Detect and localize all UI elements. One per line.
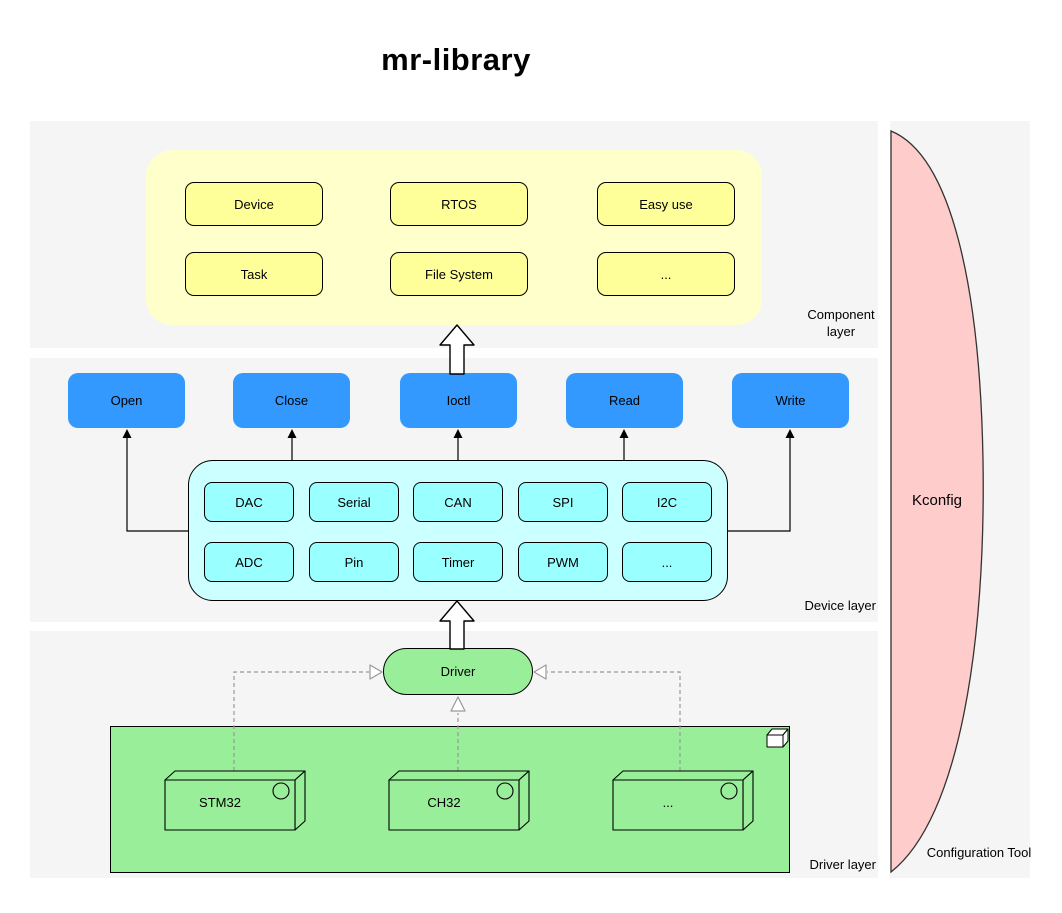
- component-box-task-label: Task: [240, 266, 268, 282]
- configuration-tool-label: Configuration Tool: [926, 845, 1032, 860]
- api-box-ioctl-label: Ioctl: [446, 393, 471, 408]
- device-box-dac: DAC: [204, 482, 294, 522]
- api-box-read: Read: [566, 373, 683, 428]
- component-layer-label: Component layer: [807, 307, 875, 339]
- api-box-open-label: Open: [110, 393, 143, 408]
- component-box-file-system-label: File System: [425, 266, 493, 282]
- device-box-more: ...: [622, 542, 712, 582]
- component-box-rtos-label: RTOS: [441, 196, 477, 212]
- api-box-open: Open: [68, 373, 185, 428]
- device-box-pin-label: Pin: [344, 554, 364, 570]
- component-box-task: Task: [185, 252, 323, 296]
- component-container: [146, 150, 762, 325]
- api-box-ioctl: Ioctl: [400, 373, 517, 428]
- device-box-pin: Pin: [309, 542, 399, 582]
- kconfig-label: Kconfig: [911, 492, 963, 509]
- chip-node-more-label: ...: [662, 795, 674, 810]
- driver-node: Driver: [383, 648, 533, 695]
- chip-node-stm32-label: STM32: [199, 795, 241, 810]
- api-box-read-label: Read: [608, 393, 641, 408]
- component-box-easy-use-label: Easy use: [639, 196, 693, 212]
- device-box-spi: SPI: [518, 482, 608, 522]
- driver-layer-label: Driver layer: [809, 857, 876, 872]
- device-box-serial: Serial: [309, 482, 399, 522]
- device-box-timer: Timer: [413, 542, 503, 582]
- component-box-more: ...: [597, 252, 735, 296]
- component-box-device: Device: [185, 182, 323, 226]
- component-box-easy-use: Easy use: [597, 182, 735, 226]
- device-box-more-label: ...: [661, 554, 673, 570]
- api-box-close-label: Close: [274, 393, 309, 408]
- device-box-timer-label: Timer: [441, 554, 475, 570]
- api-box-close: Close: [233, 373, 350, 428]
- api-box-write: Write: [732, 373, 849, 428]
- driver-node-label: Driver: [440, 664, 476, 679]
- component-box-more-label: ...: [660, 266, 672, 282]
- chip-node-ch32-label: CH32: [427, 795, 461, 810]
- component-box-rtos: RTOS: [390, 182, 528, 226]
- device-layer-label: Device layer: [804, 598, 876, 613]
- device-box-adc: ADC: [204, 542, 294, 582]
- api-box-write-label: Write: [775, 393, 806, 408]
- device-box-i2c: I2C: [622, 482, 712, 522]
- device-box-pwm-label: PWM: [547, 554, 579, 570]
- device-box-pwm: PWM: [518, 542, 608, 582]
- device-box-adc-label: ADC: [235, 554, 263, 570]
- device-box-serial-label: Serial: [337, 494, 371, 510]
- component-box-device-label: Device: [234, 196, 274, 212]
- page-title: mr-library: [381, 42, 531, 77]
- device-box-dac-label: DAC: [235, 494, 263, 510]
- device-box-spi-label: SPI: [552, 494, 574, 510]
- device-box-can: CAN: [413, 482, 503, 522]
- component-box-file-system: File System: [390, 252, 528, 296]
- device-box-can-label: CAN: [444, 494, 472, 510]
- device-box-i2c-label: I2C: [656, 494, 678, 510]
